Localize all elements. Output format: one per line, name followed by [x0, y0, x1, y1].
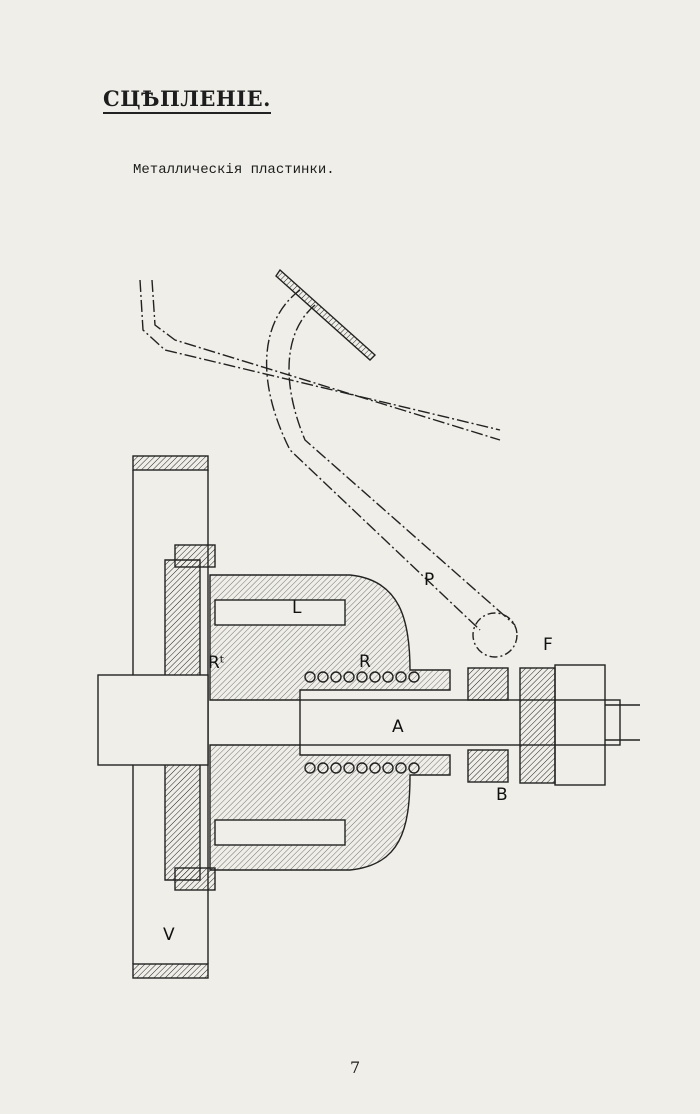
bearing-top — [467, 667, 509, 701]
coupling-flange — [519, 667, 556, 784]
label-f: F — [543, 635, 553, 655]
label-p: P — [424, 570, 434, 590]
bolt-top — [174, 544, 216, 568]
pedal-pivot — [472, 612, 518, 658]
pedal-lever — [265, 289, 516, 631]
label-b: B — [496, 785, 508, 805]
clutch-springs-bottom — [304, 762, 420, 774]
main-shaft-a — [299, 699, 621, 746]
label-l: L — [292, 598, 302, 618]
page-title: СЦѢПЛЕНІЕ. — [103, 86, 271, 114]
flywheel-rim-top — [132, 455, 209, 471]
figure-caption: Металлическія пластинки. — [133, 162, 335, 178]
bolt-bottom — [174, 867, 216, 891]
clutch-housing-lower — [209, 744, 451, 871]
bearing-bottom — [467, 749, 509, 783]
label-a: A — [392, 717, 404, 737]
clutch-housing — [209, 574, 451, 701]
pedal-plate — [275, 268, 377, 361]
coupling-disc — [554, 664, 606, 786]
flywheel-rim-bottom — [132, 963, 209, 979]
page-number: 7 — [350, 1058, 361, 1077]
label-r-prime: Rᵗ — [208, 653, 225, 673]
input-shaft — [97, 674, 209, 766]
clutch-springs-top — [304, 671, 420, 683]
frame-outline — [139, 279, 501, 441]
label-r: R — [359, 652, 371, 672]
label-v: V — [163, 925, 175, 945]
